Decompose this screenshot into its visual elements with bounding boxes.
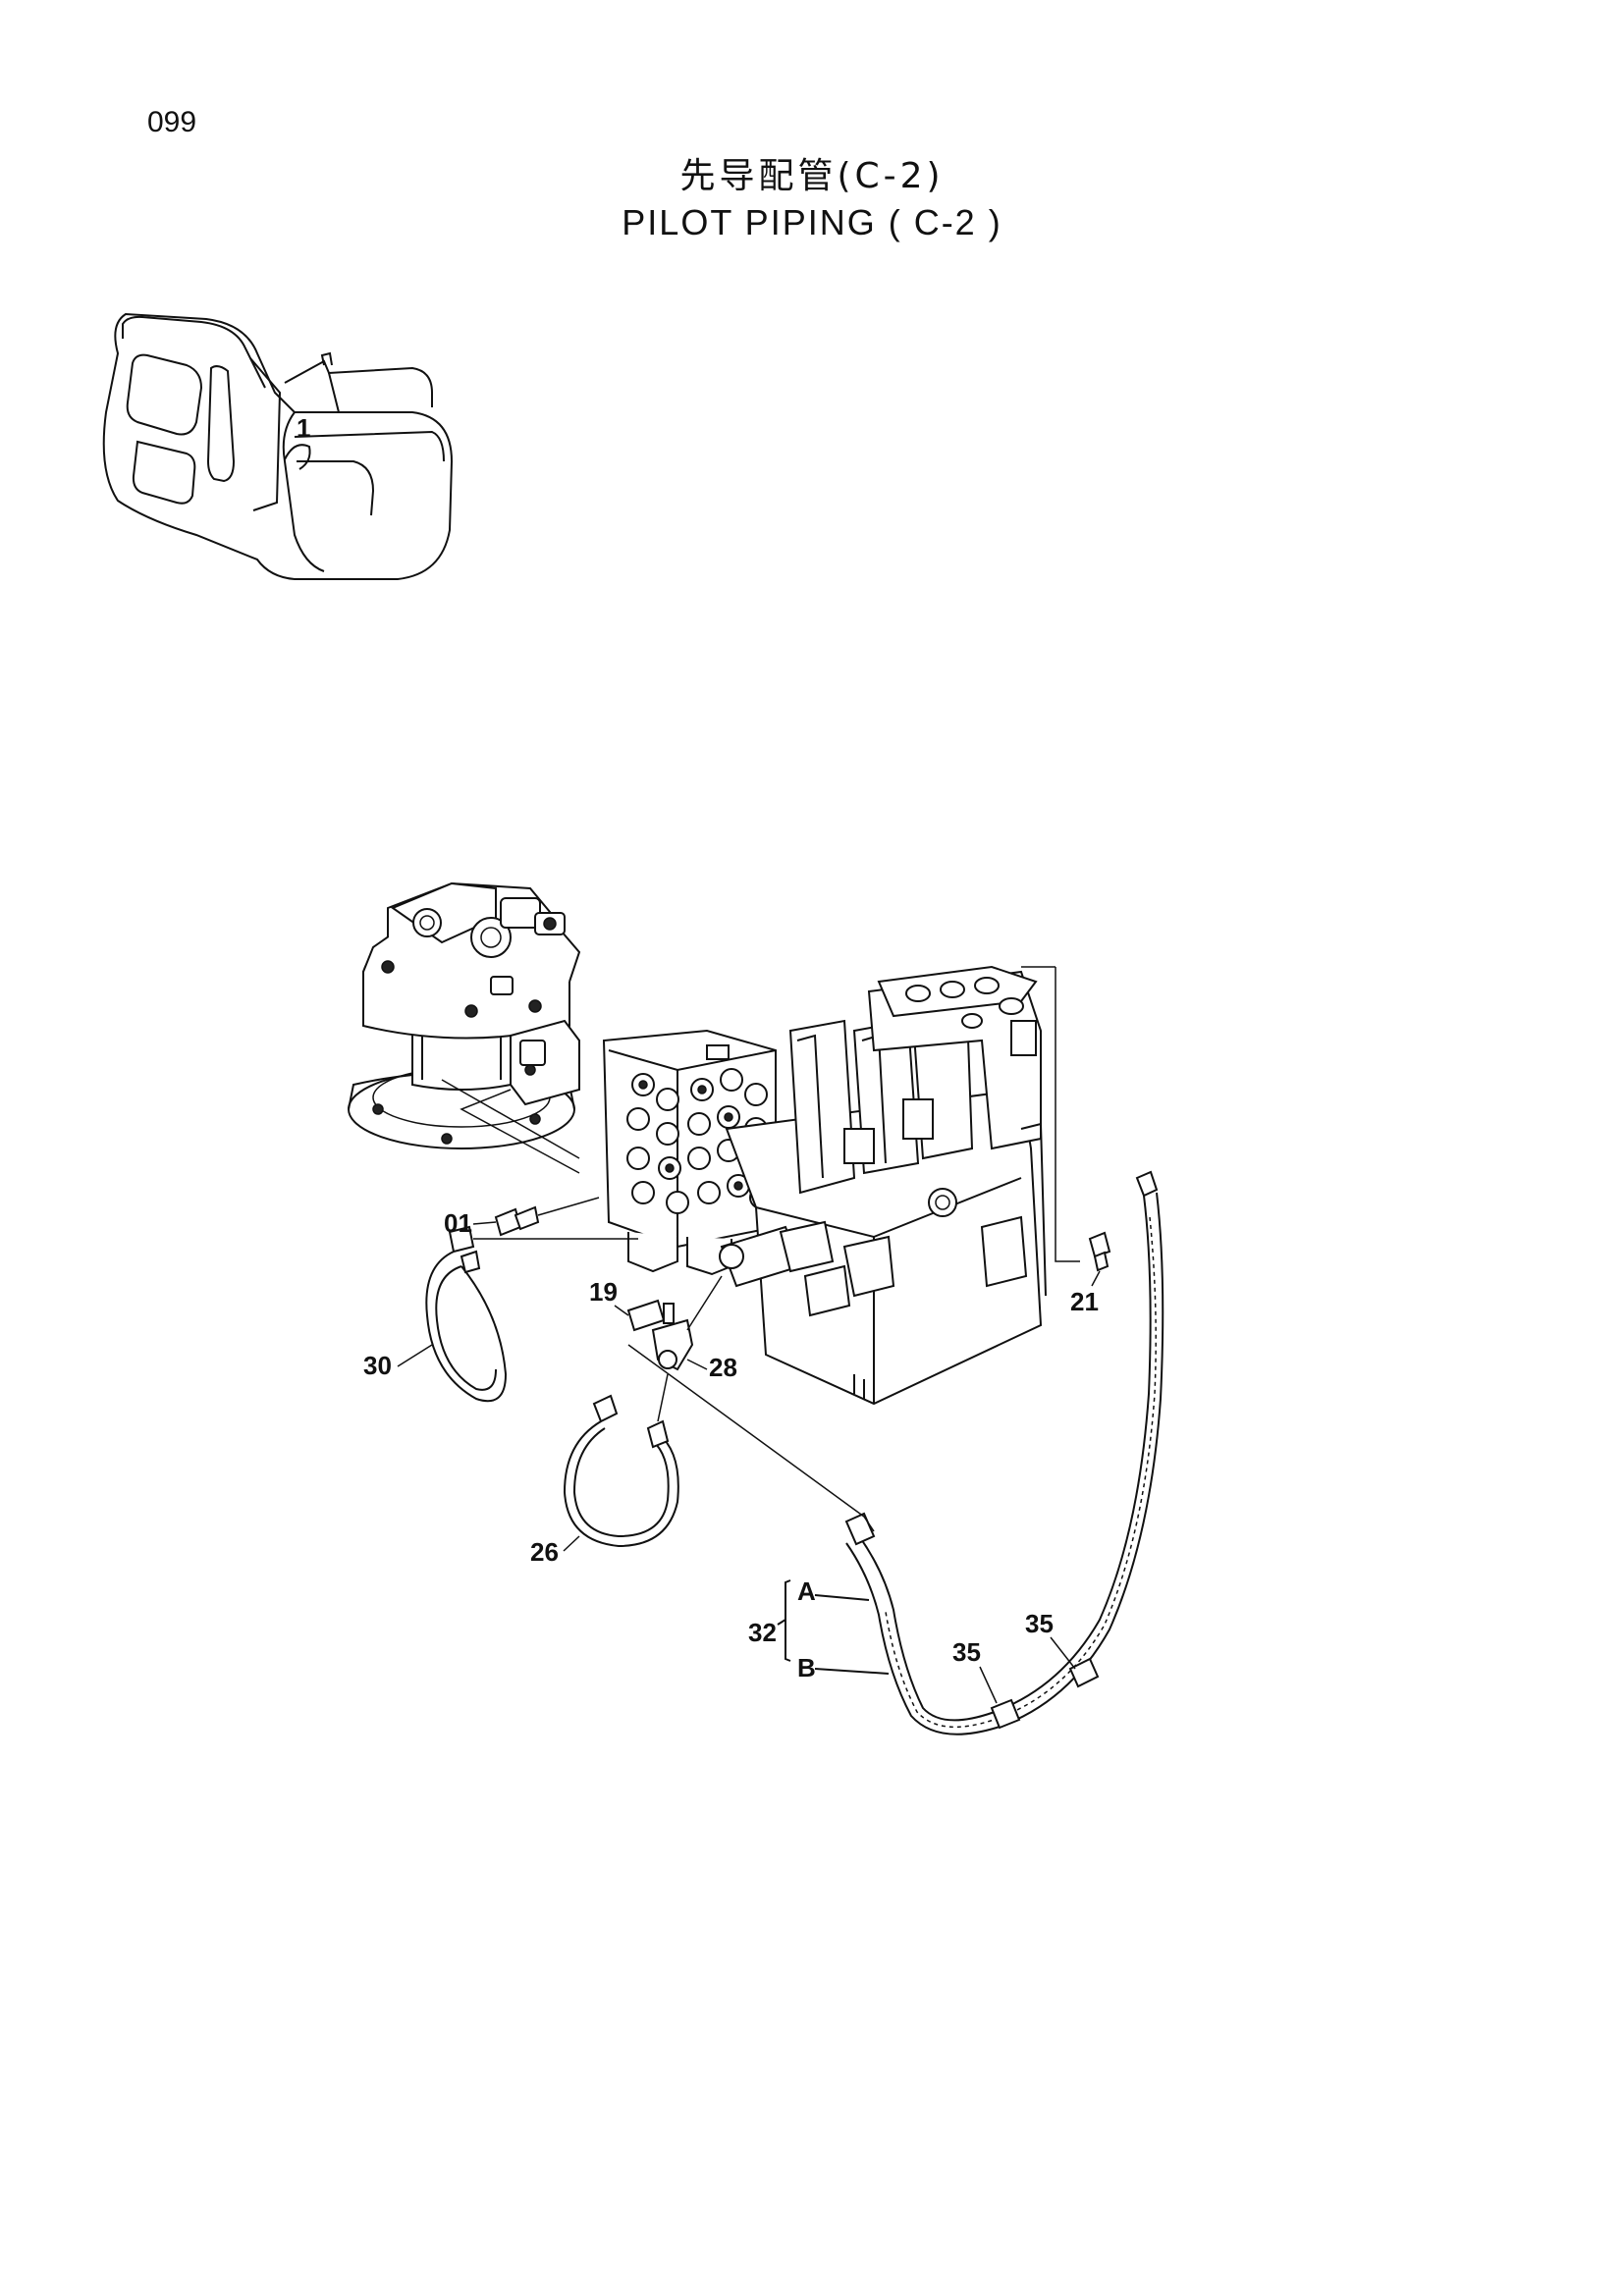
callout-28: 28 [709,1353,737,1382]
leader-lines [627,966,1080,1532]
callout-35-upper: 35 [1025,1609,1054,1638]
hose-30 [425,1225,638,1403]
hose-assembly-32 [814,1170,1164,1735]
callout-A: A [797,1576,816,1606]
callout-labels: 01 19 21 26 28 30 32 A B 35 35 [363,1208,1101,1704]
callout-01: 01 [444,1208,472,1238]
callout-35-lower: 35 [952,1637,981,1667]
pilot-valve-block [602,1029,777,1276]
tee-fitting-assembly [626,1220,835,1371]
page-number: 099 [147,106,197,138]
callout-32: 32 [748,1618,777,1647]
callout-26: 26 [530,1537,559,1567]
callout-21: 21 [1070,1287,1099,1316]
page-title-chinese: 先导配管(C-2) [679,156,945,196]
callout-30: 30 [363,1351,392,1380]
fitting-01 [494,1197,600,1237]
callout-B: B [797,1653,816,1682]
fitting-21 [1088,1231,1111,1272]
page-title: PILOT PIPING ( C-2 ) [622,202,1002,242]
pilot-valve-fittings [626,1068,773,1214]
swing-motor [348,881,581,1174]
locator-marker-label: 1 [297,413,310,443]
hose-26 [563,1373,679,1548]
control-valve [725,965,1047,1406]
callout-19: 19 [589,1277,618,1307]
locator-machine-sketch: 1 [102,312,454,580]
